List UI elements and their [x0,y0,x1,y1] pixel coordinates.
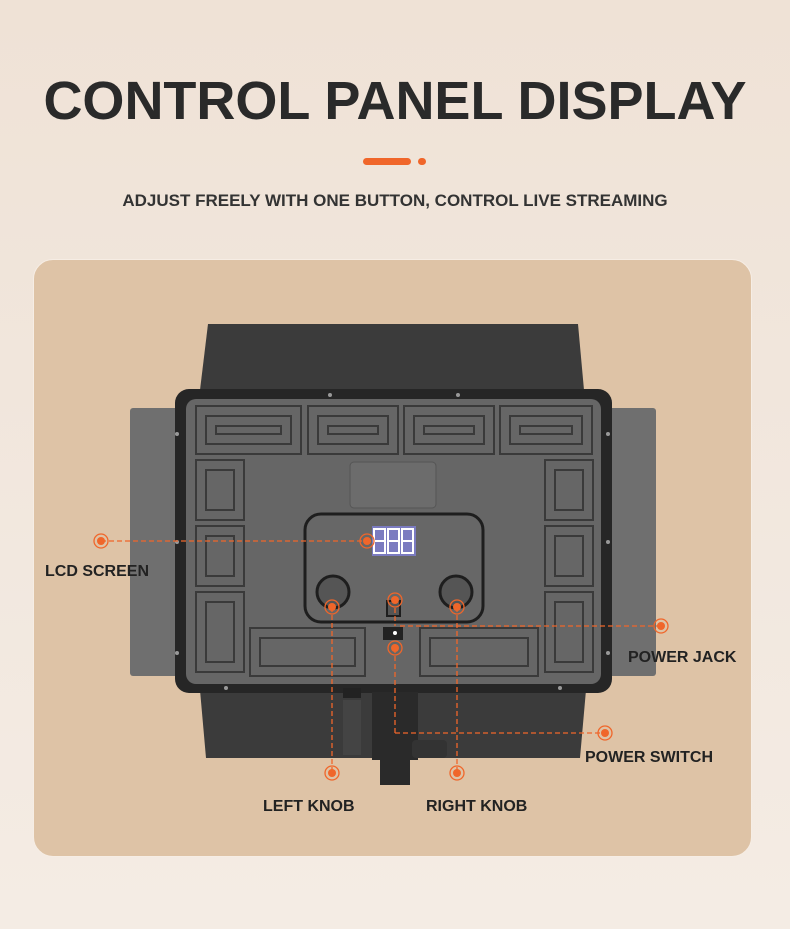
lcd-point-marker [359,533,375,549]
callout-power-switch: POWER SWITCH [585,749,713,766]
left-barn-door [130,408,180,676]
mount-bracket [372,692,418,785]
page-title: CONTROL PANEL DISPLAY [43,71,747,131]
accent-dash [363,158,411,165]
left-knob-marker [324,765,340,781]
power-switch-marker [597,725,613,741]
screws [175,393,610,690]
maze-pattern [195,405,594,677]
lcd-marker [93,533,109,549]
right-barn-door [608,408,656,676]
power-jack-marker [653,618,669,634]
right-knob-marker [449,765,465,781]
power-jack-point-marker [387,592,403,608]
callout-right-knob: RIGHT KNOB [426,798,528,815]
top-barn-door [200,324,584,390]
power-switch [383,627,403,640]
label-plate [349,461,437,509]
callout-lines [101,540,661,773]
mount-knob [412,740,447,758]
power-switch-point-marker [387,640,403,656]
left-knob-point-marker [324,599,340,615]
page-subtitle: ADJUST FREELY WITH ONE BUTTON, CONTROL L… [122,191,668,210]
callout-markers [93,533,669,781]
callout-left-knob: LEFT KNOB [263,798,355,815]
right-knob-point-marker [449,599,465,615]
callout-power-jack: POWER JACK [628,649,737,666]
accent-dot [418,158,426,165]
callout-lcd-screen: LCD SCREEN [45,563,150,580]
